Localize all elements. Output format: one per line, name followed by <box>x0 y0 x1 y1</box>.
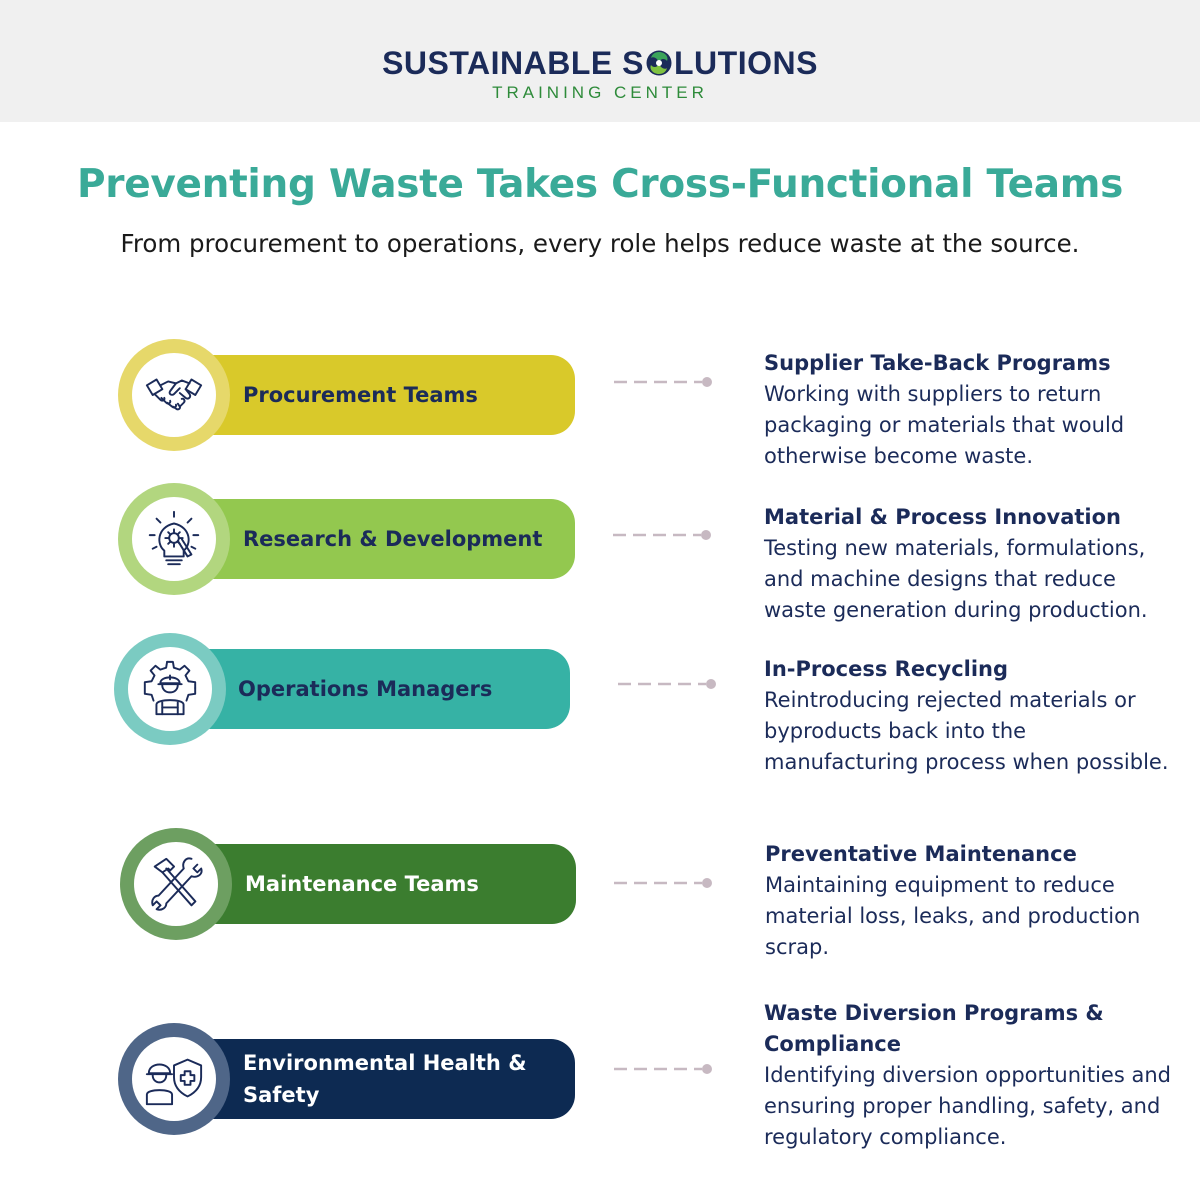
connector-line <box>614 1064 712 1074</box>
swirl-logo-icon <box>646 50 672 76</box>
description-block: In-Process Recycling Reintroducing rejec… <box>764 654 1174 778</box>
logo-wordmark: SUSTAINABLE S LUTIONS <box>0 44 1200 82</box>
logo-text-part2: LUTIONS <box>673 45 818 81</box>
hammer-wrench-icon <box>151 857 203 911</box>
connector-line <box>614 377 712 387</box>
team-badge-procurement <box>118 339 230 451</box>
connector-line <box>618 679 716 689</box>
handshake-icon <box>145 378 203 411</box>
team-label: Research & Development <box>243 527 543 551</box>
description-block: Waste Diversion Programs & Compliance Id… <box>764 998 1174 1153</box>
team-badge-research-development <box>118 483 230 595</box>
team-label: Maintenance Teams <box>245 872 479 896</box>
team-badge-maintenance <box>120 828 232 940</box>
lightbulb-gear-icon <box>148 510 200 566</box>
page-title: Preventing Waste Takes Cross-Functional … <box>76 162 1123 207</box>
description-title: In-Process Recycling <box>764 657 1009 681</box>
description-title: Supplier Take-Back Programs <box>764 351 1111 375</box>
description-text: Maintaining equipment to reduce material… <box>765 873 1141 959</box>
description-text: Testing new materials, formulations, and… <box>764 536 1148 622</box>
team-pill-ehs: Environmental Health & Safety <box>175 1039 575 1119</box>
description-text: Identifying diversion opportunities and … <box>764 1063 1171 1149</box>
description-block: Supplier Take-Back Programs Working with… <box>764 348 1174 472</box>
team-badge-operations <box>114 633 226 745</box>
team-pill-research-development: Research & Development <box>175 499 575 579</box>
description-block: Preventative Maintenance Maintaining equ… <box>765 839 1175 963</box>
page-subtitle: From procurement to operations, every ro… <box>120 229 1080 258</box>
description-text: Reintroducing rejected materials or bypr… <box>764 688 1169 774</box>
team-label: Procurement Teams <box>243 383 478 407</box>
team-label: Operations Managers <box>238 677 493 701</box>
logo-subtitle: TRAINING CENTER <box>492 83 708 102</box>
header-banner: SUSTAINABLE S LUTIONS TRAINING CENTER <box>0 0 1200 122</box>
description-title: Waste Diversion Programs & Compliance <box>764 1001 1104 1056</box>
description-block: Material & Process Innovation Testing ne… <box>764 502 1174 626</box>
worker-shield-icon <box>145 1058 203 1106</box>
worker-gear-icon <box>143 660 197 716</box>
description-text: Working with suppliers to return packagi… <box>764 382 1125 468</box>
connector-line <box>614 878 712 888</box>
description-title: Preventative Maintenance <box>765 842 1077 866</box>
team-pill-maintenance: Maintenance Teams <box>176 844 576 924</box>
team-pill-operations: Operations Managers <box>170 649 570 729</box>
team-pill-procurement: Procurement Teams <box>175 355 575 435</box>
connector-line <box>613 530 711 540</box>
description-title: Material & Process Innovation <box>764 505 1121 529</box>
team-label: Environmental Health & Safety <box>243 1051 527 1107</box>
logo-text-part1: SUSTAINABLE S <box>382 45 644 81</box>
team-badge-ehs <box>118 1023 230 1135</box>
